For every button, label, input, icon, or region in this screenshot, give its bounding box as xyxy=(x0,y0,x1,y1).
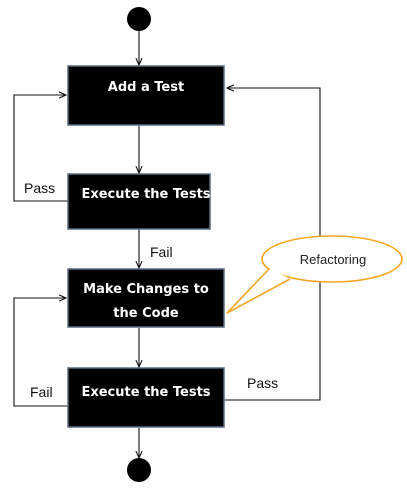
edge-label-fail-down: Fail xyxy=(150,244,173,260)
callout-label: Refactoring xyxy=(300,252,366,267)
box-add-test: Add a Test xyxy=(67,65,225,126)
refactoring-callout: Refactoring xyxy=(226,235,403,314)
edge-pass-loop xyxy=(13,95,68,202)
box-execute-tests-1: Execute the Tests xyxy=(67,173,211,230)
edge-label-pass-loop: Pass xyxy=(24,180,55,196)
box-execute-tests-2-label: Execute the Tests xyxy=(81,385,210,400)
box-execute-tests-2: Execute the Tests xyxy=(67,367,225,428)
edge-label-fail-loop: Fail xyxy=(30,384,53,400)
edge-label-pass-refactor: Pass xyxy=(247,375,278,391)
edge-fail-loop xyxy=(13,298,68,407)
end-node xyxy=(127,458,151,482)
box-make-changes-label-line1: Make Changes to xyxy=(83,282,209,297)
box-add-test-label: Add a Test xyxy=(108,80,184,95)
box-make-changes-label-line2: the Code xyxy=(113,306,179,321)
start-node xyxy=(127,7,151,31)
box-make-changes: Make Changes to the Code xyxy=(67,268,225,328)
box-execute-tests-1-label: Execute the Tests xyxy=(81,187,210,202)
